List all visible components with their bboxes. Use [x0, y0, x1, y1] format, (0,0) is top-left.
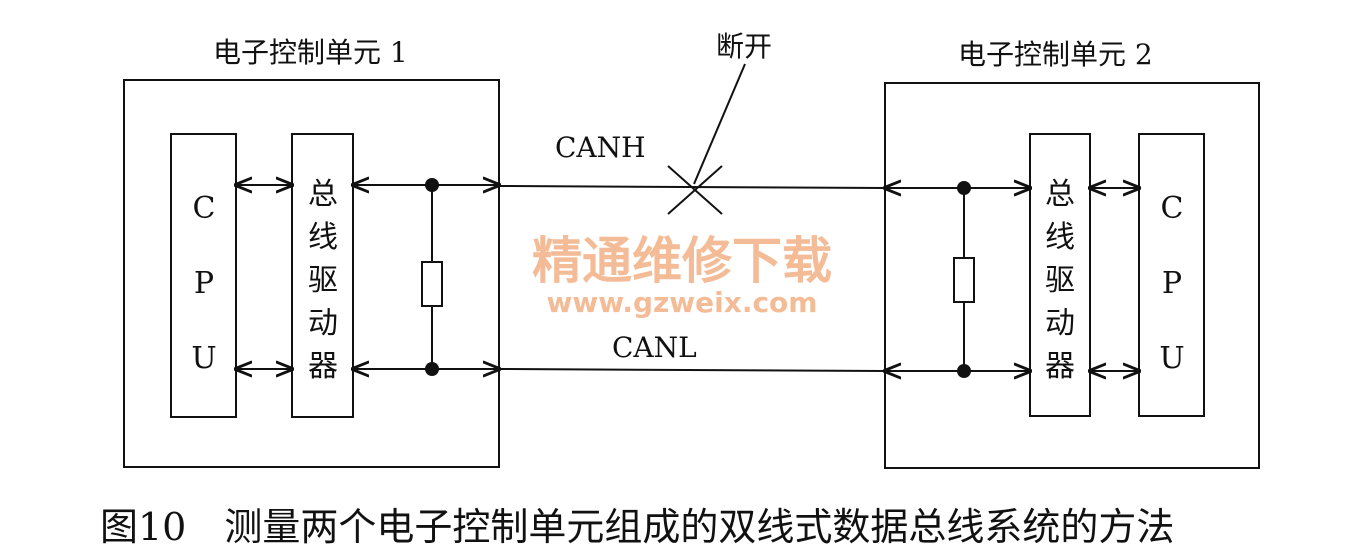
watermark-url: www.gzweix.com [547, 286, 818, 319]
ecu2-junction-low [957, 364, 971, 378]
vertical-label-char: U [1159, 341, 1184, 376]
canl-wire [498, 368, 886, 372]
vertical-label-char: U [191, 341, 216, 376]
figure-caption: 图10 测量两个电子控制单元组成的双线式数据总线系统的方法 [100, 505, 1174, 549]
ecu2-junction-high [957, 181, 971, 195]
vertical-label-char: C [1161, 191, 1184, 226]
ecu1-cpu-label: C P U [191, 191, 216, 376]
break-cross-b [667, 165, 723, 215]
ecu1-driver-box [291, 133, 354, 418]
vertical-label-char: 总 [1045, 177, 1075, 212]
ecu1-box [123, 79, 500, 468]
ecu2-driver-box [1029, 133, 1091, 417]
ecu1-junction-high [425, 178, 439, 192]
vertical-label-char: C [193, 191, 216, 226]
vertical-label-char: 线 [308, 220, 338, 255]
break-label: 断开 [716, 30, 772, 63]
vertical-label-char: 总 [308, 177, 338, 212]
vertical-label-char: 线 [1045, 220, 1075, 255]
vertical-label-char: 器 [308, 349, 338, 384]
ecu2-cpu-label: C P U [1159, 191, 1184, 376]
break-leader [693, 63, 746, 185]
vertical-label-char: 器 [1045, 349, 1075, 384]
ecu2-cpu-box [1138, 133, 1205, 417]
ecu1-title: 电子控制单元 1 [213, 36, 408, 69]
vertical-label-char: P [1162, 266, 1182, 301]
ecu1-junction-low [425, 362, 439, 376]
ecu1-resistor [421, 261, 443, 307]
vertical-label-char: 驱 [1045, 263, 1075, 298]
vertical-label-char: 动 [1045, 306, 1075, 341]
vertical-label-char: 驱 [308, 263, 338, 298]
canl-label: CANL [612, 331, 697, 364]
canh-label: CANH [555, 131, 646, 164]
vertical-label-char: P [194, 266, 214, 301]
ecu2-title: 电子控制单元 2 [958, 38, 1153, 71]
watermark-title: 精通维修下载 [532, 232, 832, 290]
ecu1-cpu-box [170, 133, 237, 418]
ecu2-box [884, 82, 1260, 469]
vertical-label-char: 动 [308, 306, 338, 341]
ecu2-resistor [953, 257, 975, 303]
